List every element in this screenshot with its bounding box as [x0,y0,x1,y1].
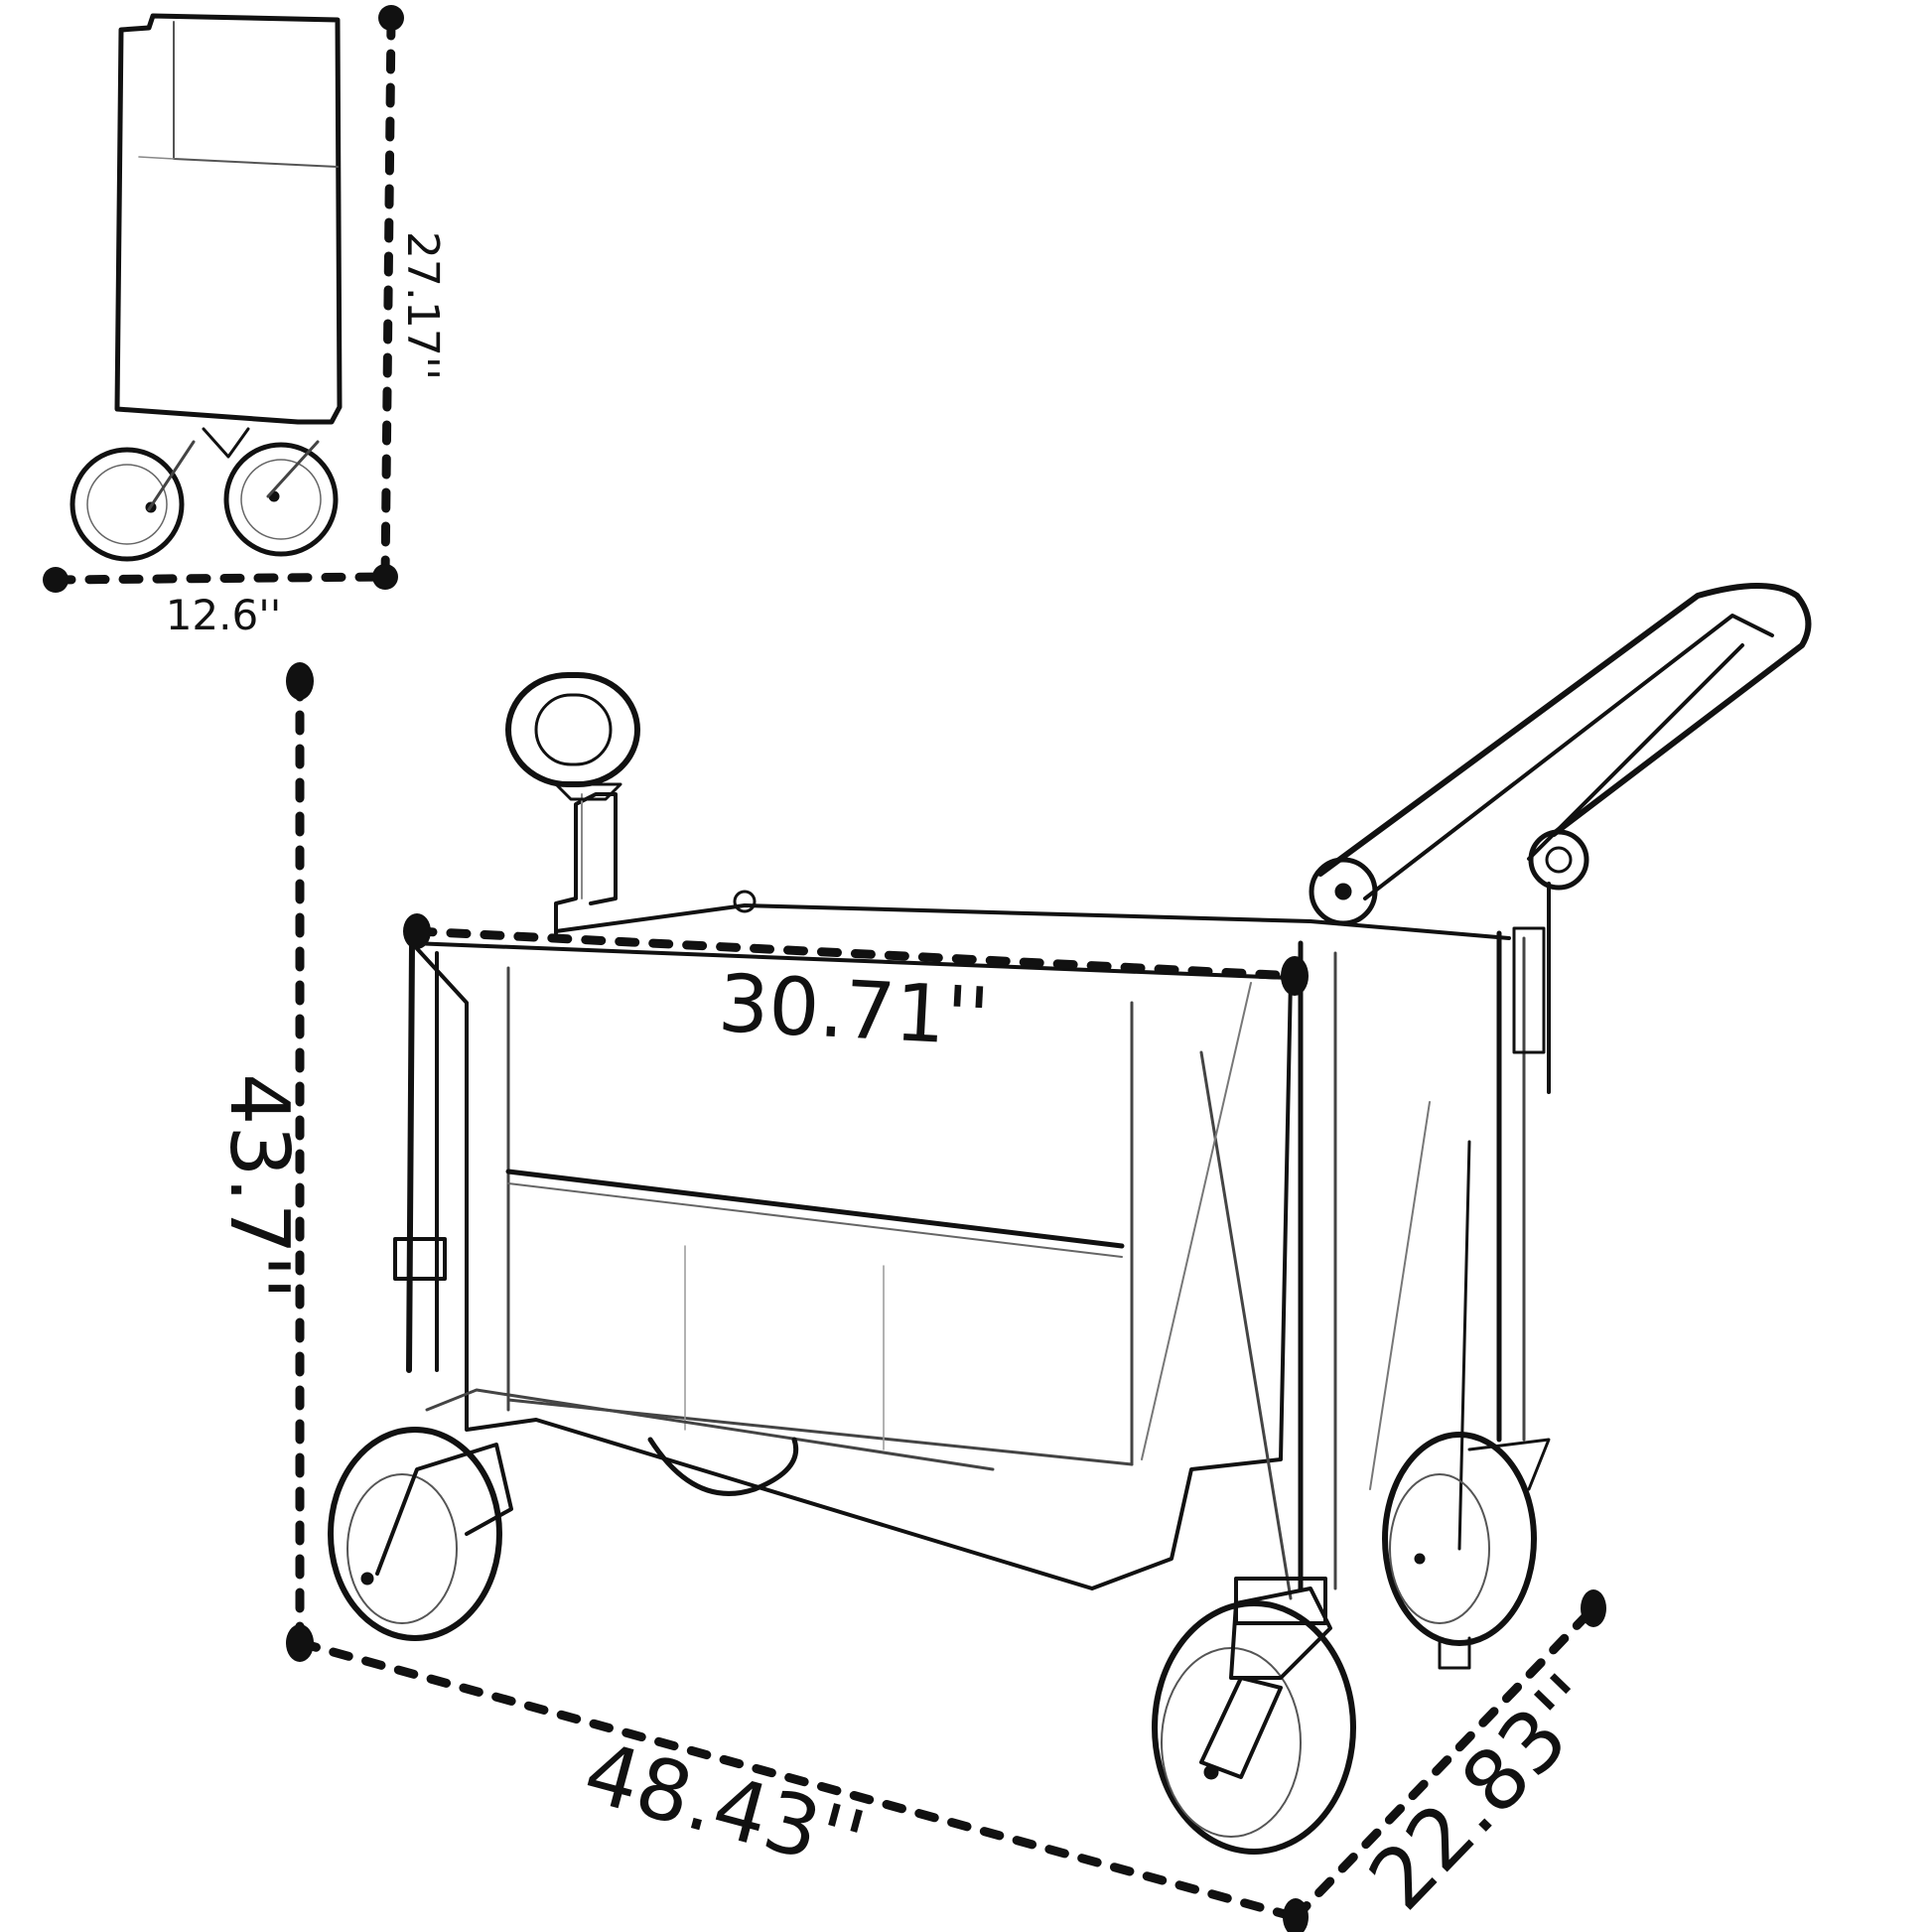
folded-width-label: 12.6'' [165,591,282,639]
wheel-rear-left [647,1437,798,1496]
wheel-front-left [328,1427,513,1641]
folded-width-line [51,572,390,585]
length-line [296,1638,1301,1922]
unfolded-wagon [328,583,1812,1855]
width-line [1291,1603,1598,1922]
inner-length-label: 30.71'' [716,956,992,1064]
folded-height-label: 27.17'' [397,230,448,381]
wheel-front-right [1152,1577,1356,1855]
dimension-lines [51,15,1598,1922]
dimension-endpoints [43,5,1606,1932]
inner-length-line [412,926,1300,981]
height-label: 43.7'' [211,1073,306,1300]
folded-height-line [380,15,396,582]
wheel-rear-right [1382,1432,1551,1670]
folded-wagon [69,13,343,562]
